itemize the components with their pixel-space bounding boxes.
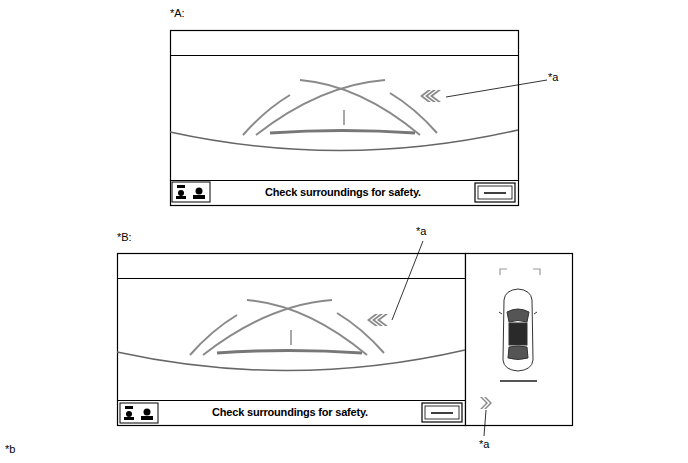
view-label: *A: [170,8,185,19]
screen-message: Check surroundings for safety. [265,187,421,198]
callout-letter: *a [548,72,558,83]
callout-letter: *a [479,439,489,450]
note-letter: *b [5,444,15,455]
screen-message: Check surroundings for safety. [212,407,368,418]
view-label: *B: [117,232,132,243]
callout-letter: *a [416,226,426,237]
